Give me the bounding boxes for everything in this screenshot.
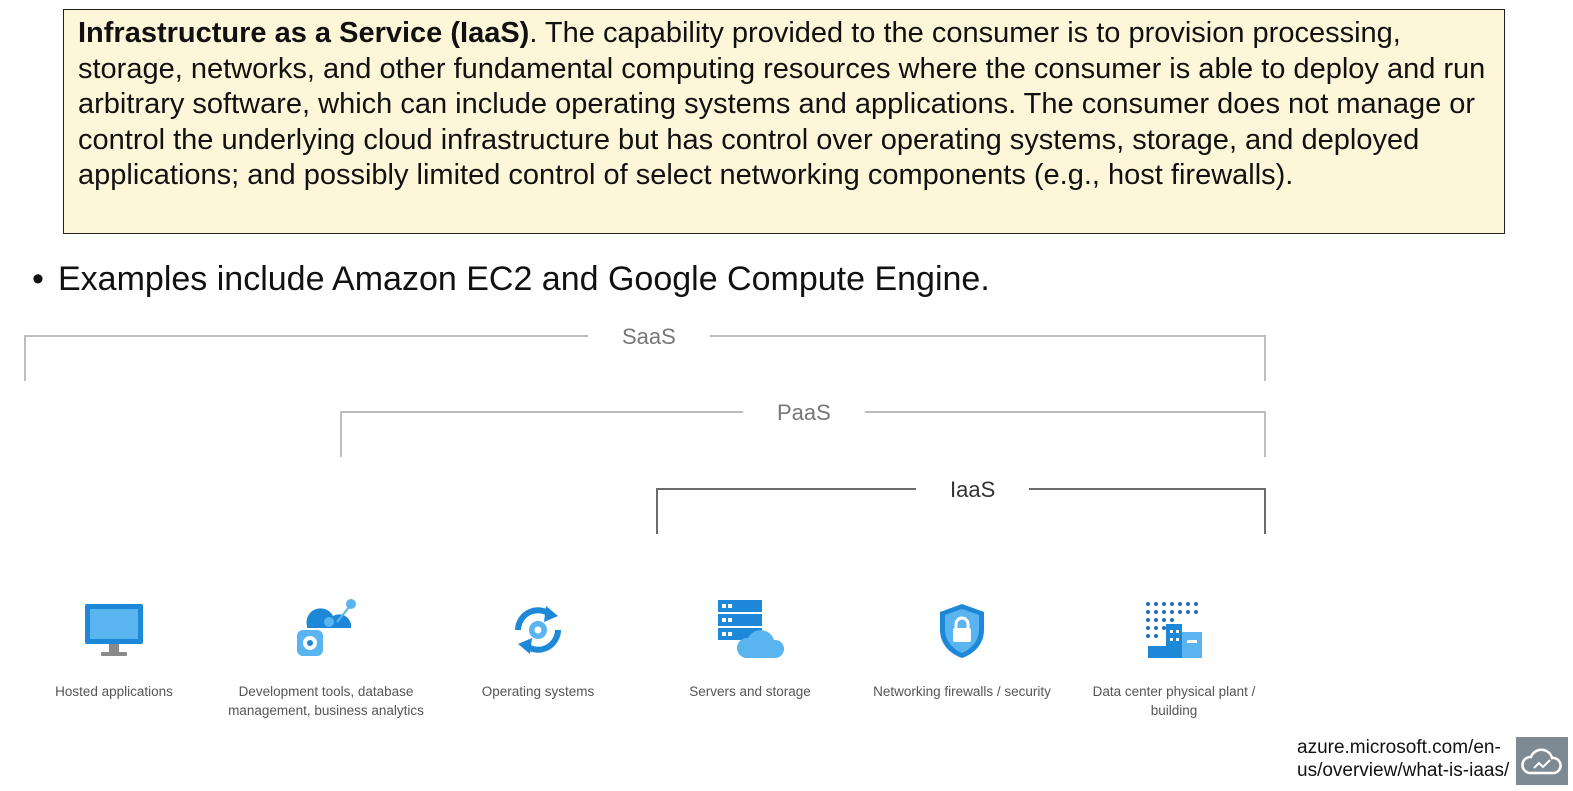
source-url-line1: azure.microsoft.com/en- bbox=[1297, 737, 1501, 758]
source-url-line2: us/overview/what-is-iaas/ bbox=[1297, 760, 1510, 781]
building-icon bbox=[1146, 602, 1202, 658]
item-label: Operating systems bbox=[481, 684, 595, 699]
shield-lock-icon bbox=[940, 604, 984, 658]
source-url[interactable]: azure.microsoft.com/en- us/overview/what… bbox=[1297, 736, 1509, 782]
item-label: Networking firewalls / security bbox=[873, 684, 1051, 699]
item-data-center: Data center physical plant / building bbox=[1074, 590, 1274, 720]
dev-tools-icon bbox=[297, 599, 356, 656]
item-label: Development tools, database management, … bbox=[228, 684, 424, 718]
server-cloud-icon bbox=[718, 600, 784, 658]
refresh-gear-icon bbox=[515, 606, 561, 654]
item-label: Data center physical plant / building bbox=[1092, 684, 1256, 718]
saas-bracket: SaaS bbox=[24, 324, 1266, 381]
saas-label: SaaS bbox=[588, 324, 710, 350]
item-servers-storage: Servers and storage bbox=[650, 590, 850, 701]
paas-label: PaaS bbox=[743, 400, 865, 426]
item-networking-security: Networking firewalls / security bbox=[862, 590, 1062, 701]
definition-text: . The capability provided to the consume… bbox=[78, 17, 1486, 191]
definition-box: Infrastructure as a Service (IaaS). The … bbox=[63, 9, 1505, 234]
item-hosted-applications: Hosted applications bbox=[14, 590, 214, 701]
bullet-text: Examples include Amazon EC2 and Google C… bbox=[58, 260, 990, 298]
bullet-marker: • bbox=[32, 260, 44, 298]
paas-bracket: PaaS bbox=[340, 400, 1266, 457]
bullet-examples: • Examples include Amazon EC2 and Google … bbox=[32, 258, 990, 300]
item-operating-systems: Operating systems bbox=[438, 590, 638, 701]
item-label: Hosted applications bbox=[55, 684, 173, 699]
monitor-icon bbox=[85, 604, 143, 656]
definition-term: Infrastructure as a Service (IaaS) bbox=[78, 17, 530, 49]
cloud-icon bbox=[1521, 748, 1562, 775]
iaas-label: IaaS bbox=[916, 477, 1030, 503]
item-development-tools: Development tools, database management, … bbox=[226, 590, 426, 720]
item-label: Servers and storage bbox=[689, 684, 811, 699]
service-model-diagram: SaaS PaaS IaaS Hosted applications bbox=[0, 300, 1300, 740]
iaas-bracket: IaaS bbox=[656, 477, 1266, 534]
cloud-button[interactable] bbox=[1516, 737, 1568, 785]
